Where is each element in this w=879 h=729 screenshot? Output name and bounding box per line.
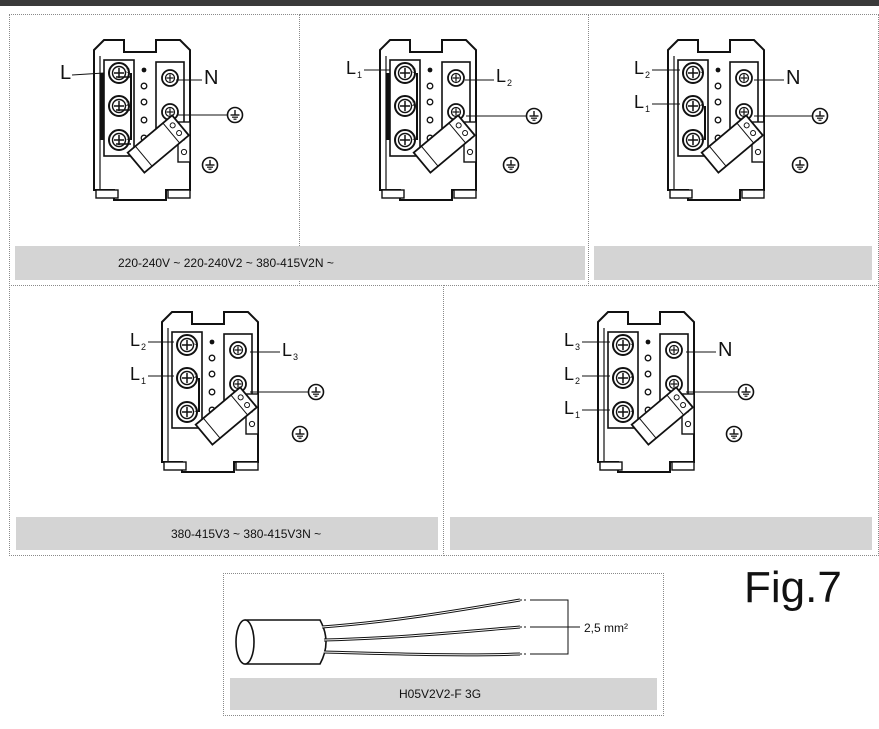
svg-text:3: 3: [126, 68, 130, 75]
svg-text:1: 1: [194, 407, 198, 414]
panel-4-label-l2: L: [130, 330, 140, 350]
panel-2-label-l1: L: [346, 58, 356, 78]
panel-5-label-n: N: [718, 339, 732, 361]
svg-text:1: 1: [575, 410, 580, 420]
panel-3-labels: L 2 L 1 N 3 2 1: [634, 58, 829, 174]
earth-icon-small: [502, 156, 520, 174]
earth-icon: [811, 107, 829, 125]
svg-text:1: 1: [126, 135, 130, 142]
svg-text:1: 1: [141, 376, 146, 386]
panel-3-label-n: N: [786, 67, 800, 89]
panel-1-labels: L N 3 2 1: [60, 62, 244, 174]
cable-drawing: 2,5 mm²: [235, 598, 628, 665]
svg-text:2: 2: [700, 101, 704, 108]
panel-5-caption-bar: [450, 517, 872, 550]
svg-text:3: 3: [630, 340, 634, 347]
panel-5-label-l2: L: [564, 364, 574, 384]
svg-text:2: 2: [507, 78, 512, 88]
svg-text:1: 1: [412, 135, 416, 142]
top-row-caption: 220-240V ~ 220-240V2 ~ 380-415V2N ~: [118, 256, 334, 270]
earth-icon-small: [791, 156, 809, 174]
panel-1-label-n: N: [204, 67, 218, 89]
cable-caption: H05V2V2-F 3G: [399, 687, 482, 701]
panel-1-label-l: L: [60, 62, 71, 84]
cable-caption-bar: H05V2V2-F 3G: [230, 678, 657, 710]
svg-text:2: 2: [141, 342, 146, 352]
svg-text:1: 1: [357, 70, 362, 80]
panel-5-label-l1: L: [564, 398, 574, 418]
panel-2-label-l2: L: [496, 66, 506, 86]
earth-icon: [226, 106, 244, 124]
terminal-block-5: [598, 312, 694, 472]
svg-text:2: 2: [126, 101, 130, 108]
svg-text:2: 2: [630, 373, 634, 380]
panel-2-labels: L 1 L 2 3 2 1: [346, 58, 543, 174]
earth-icon-small: [725, 425, 743, 443]
cable-size-label: 2,5 mm²: [584, 621, 628, 635]
svg-text:2: 2: [645, 70, 650, 80]
figure-label: Fig.7: [744, 563, 842, 612]
earth-icon: [307, 383, 325, 401]
terminal-block-1: [94, 40, 190, 200]
panel-3-caption-bar: [594, 246, 872, 280]
bottom-row-caption-bar: 380-415V3 ~ 380-415V3N ~: [16, 517, 438, 550]
svg-text:3: 3: [575, 342, 580, 352]
earth-icon-small: [201, 156, 219, 174]
svg-text:1: 1: [645, 104, 650, 114]
svg-text:2: 2: [412, 101, 416, 108]
panel-3-label-l2: L: [634, 58, 644, 78]
panel-4-labels: L 2 L 1 L 3 3 2 1: [130, 330, 325, 443]
panel-3-label-l1: L: [634, 92, 644, 112]
terminal-block-4: [162, 312, 258, 472]
terminal-block-2: [380, 40, 476, 200]
svg-text:2: 2: [194, 373, 198, 380]
top-row-caption-bar: 220-240V ~ 220-240V2 ~ 380-415V2N ~: [15, 246, 585, 280]
earth-icon-small: [291, 425, 309, 443]
panel-5-label-l3: L: [564, 330, 574, 350]
panel-4-label-l3: L: [282, 340, 292, 360]
svg-text:2: 2: [575, 376, 580, 386]
panel-5-labels: L 3 L 2 L 1 N 3 2 1: [564, 330, 755, 443]
top-border-bar: [0, 0, 879, 6]
svg-text:1: 1: [700, 135, 704, 142]
svg-text:3: 3: [700, 68, 704, 75]
earth-icon: [737, 383, 755, 401]
earth-icon: [525, 107, 543, 125]
panel-4-label-l1: L: [130, 364, 140, 384]
bottom-row-caption: 380-415V3 ~ 380-415V3N ~: [171, 526, 322, 541]
svg-text:3: 3: [412, 68, 416, 75]
svg-text:1: 1: [630, 407, 634, 414]
terminal-block-3: [668, 40, 764, 200]
svg-text:3: 3: [293, 352, 298, 362]
svg-text:3: 3: [194, 340, 198, 347]
